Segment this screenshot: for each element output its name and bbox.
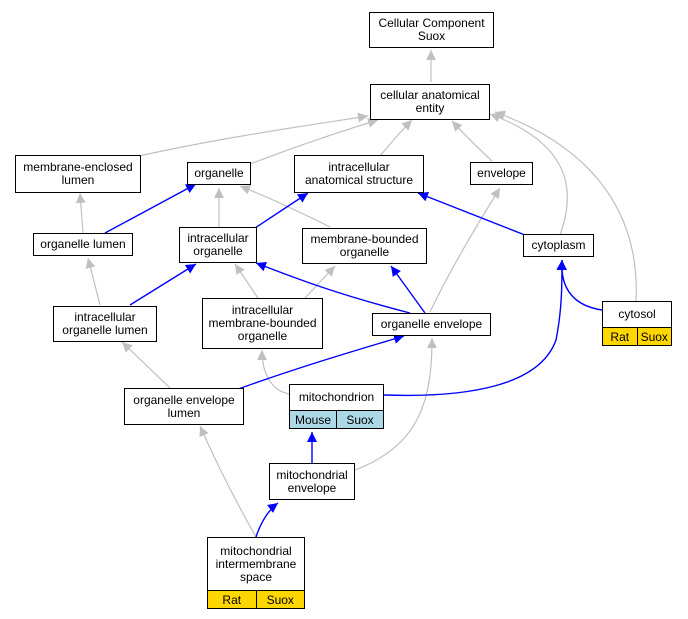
node-organelle-lumen[interactable]: organelle lumen (33, 233, 133, 256)
edge (129, 263, 197, 306)
edge (379, 119, 413, 157)
term-mitochondrion[interactable]: mitochondrion Mouse Suox (289, 384, 384, 429)
node-cellular-anatomical-entity[interactable]: cellular anatomical entity (370, 84, 490, 120)
edge (249, 118, 379, 165)
gene-tag: Suox (336, 411, 383, 428)
node-cytoplasm[interactable]: cytoplasm (523, 234, 594, 257)
edge (255, 261, 411, 314)
term-name: mitochondrial intermembrane space (215, 543, 297, 584)
edge (121, 341, 171, 389)
edge (257, 349, 290, 395)
edge (556, 259, 603, 311)
term-cytosol[interactable]: cytosol Rat Suox (602, 301, 672, 346)
gene-tag: Suox (255, 591, 304, 608)
node-organelle[interactable]: organelle (187, 162, 251, 185)
term-name: cytosol (618, 307, 656, 321)
term-name: mitochondrion (298, 390, 375, 404)
node-intracellular-anatomical-structure[interactable]: intracellular anatomical structure (294, 155, 424, 193)
edge (199, 425, 257, 538)
edge (494, 110, 637, 302)
species-tag: Rat (603, 328, 637, 345)
edge (138, 112, 369, 157)
node-cellular-component-root[interactable]: Cellular Component Suox (369, 12, 494, 48)
edge (451, 120, 493, 162)
gene-tag: Suox (636, 328, 671, 345)
edge (85, 257, 101, 306)
edge (417, 192, 531, 238)
edge (104, 183, 197, 234)
species-tag: Mouse (290, 411, 336, 428)
node-mitochondrial-envelope[interactable]: mitochondrial envelope (269, 463, 355, 500)
node-intracellular-membrane-bounded-organelle[interactable]: intracellular membrane-bounded organelle (202, 298, 323, 349)
node-organelle-envelope-lumen[interactable]: organelle envelope lumen (124, 388, 244, 425)
species-tag: Rat (208, 591, 256, 608)
edge (304, 265, 336, 299)
term-mitochondrial-intermembrane-space[interactable]: mitochondrial intermembrane space Rat Su… (207, 537, 305, 609)
edge (429, 187, 501, 313)
edge (239, 185, 331, 228)
node-organelle-envelope[interactable]: organelle envelope (372, 313, 491, 336)
edge (75, 192, 86, 234)
edge (255, 502, 279, 538)
edge (383, 259, 567, 397)
edge (354, 337, 437, 471)
node-intracellular-organelle[interactable]: intracellular organelle (179, 227, 257, 263)
edge (390, 265, 426, 314)
edge (251, 192, 309, 231)
edge (234, 263, 259, 299)
node-intracellular-organelle-lumen[interactable]: intracellular organelle lumen (53, 306, 157, 342)
edge (229, 334, 405, 393)
node-envelope[interactable]: envelope (470, 162, 533, 185)
node-membrane-bounded-organelle[interactable]: membrane-bounded organelle (302, 228, 427, 264)
edge (489, 112, 568, 236)
node-membrane-enclosed-lumen[interactable]: membrane-enclosed lumen (15, 155, 141, 193)
